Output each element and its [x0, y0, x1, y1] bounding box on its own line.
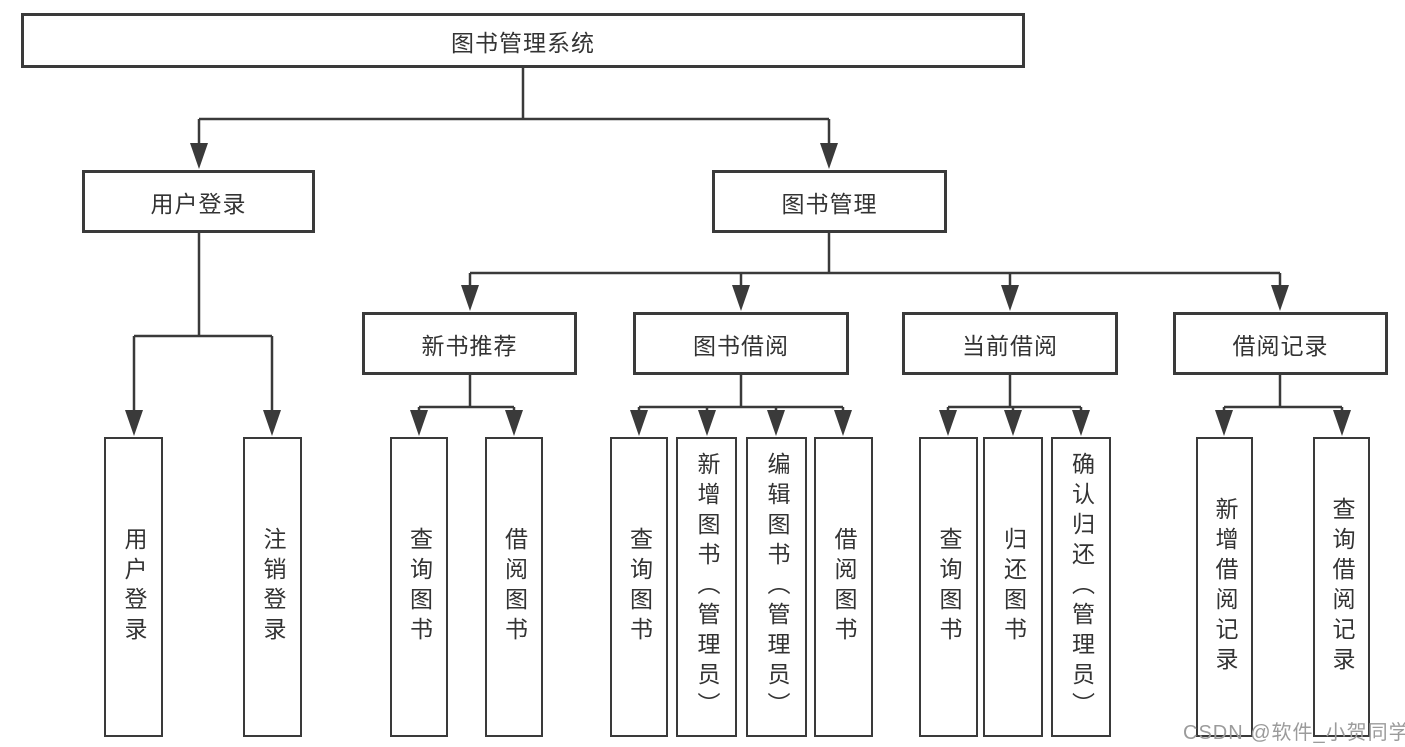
node-current-borrowing-label: 当前借阅 [962, 332, 1058, 359]
leaf-logout: 注销登录 [243, 437, 302, 737]
leaf-borrowing-edit-books-label: 编辑图书（管理员） [764, 452, 790, 722]
node-user-login: 用户登录 [82, 170, 315, 233]
leaf-newbook-borrow-books-label: 借阅图书 [501, 527, 528, 647]
node-user-login-label: 用户登录 [150, 190, 247, 217]
leaf-borrowing-borrow-books-label: 借阅图书 [831, 527, 857, 647]
node-book-management-label: 图书管理 [781, 190, 878, 217]
node-book-management: 图书管理 [712, 170, 947, 233]
leaf-records-add-record-label: 新增借阅记录 [1212, 497, 1238, 677]
node-borrow-records: 借阅记录 [1173, 312, 1388, 375]
leaf-records-add-record: 新增借阅记录 [1196, 437, 1253, 737]
leaf-current-return-books: 归还图书 [983, 437, 1043, 737]
leaf-current-return-books-label: 归还图书 [1000, 527, 1027, 647]
node-current-borrowing: 当前借阅 [902, 312, 1118, 375]
leaf-current-query-books-label: 查询图书 [936, 527, 962, 647]
leaf-newbook-query-books: 查询图书 [390, 437, 448, 737]
node-new-book-recommend: 新书推荐 [362, 312, 577, 375]
csdn-watermark: CSDN @软件_小贺同学 [1183, 722, 1405, 744]
leaf-borrowing-edit-books: 编辑图书（管理员） [746, 437, 807, 737]
node-book-borrowing-label: 图书借阅 [693, 332, 789, 359]
node-root-label: 图书管理系统 [451, 29, 595, 56]
leaf-borrowing-add-books: 新增图书（管理员） [676, 437, 737, 737]
leaf-records-query-record-label: 查询借阅记录 [1329, 497, 1355, 677]
node-new-book-recommend-label: 新书推荐 [421, 332, 518, 359]
leaf-borrowing-query-books-label: 查询图书 [626, 527, 653, 647]
leaf-newbook-borrow-books: 借阅图书 [485, 437, 543, 737]
leaf-newbook-query-books-label: 查询图书 [406, 527, 433, 647]
leaf-borrowing-borrow-books: 借阅图书 [814, 437, 873, 737]
leaf-borrowing-add-books-label: 新增图书（管理员） [694, 452, 720, 722]
leaf-user-login: 用户登录 [104, 437, 163, 737]
leaf-user-login-label: 用户登录 [121, 527, 147, 647]
leaf-current-query-books: 查询图书 [919, 437, 978, 737]
leaf-current-confirm-return-label: 确认归还（管理员） [1068, 452, 1095, 722]
node-borrow-records-label: 借阅记录 [1232, 332, 1329, 359]
leaf-records-query-record: 查询借阅记录 [1313, 437, 1370, 737]
node-book-borrowing: 图书借阅 [633, 312, 849, 375]
node-root: 图书管理系统 [21, 13, 1025, 68]
leaf-logout-label: 注销登录 [260, 527, 286, 647]
leaf-current-confirm-return: 确认归还（管理员） [1051, 437, 1111, 737]
leaf-borrowing-query-books: 查询图书 [610, 437, 668, 737]
